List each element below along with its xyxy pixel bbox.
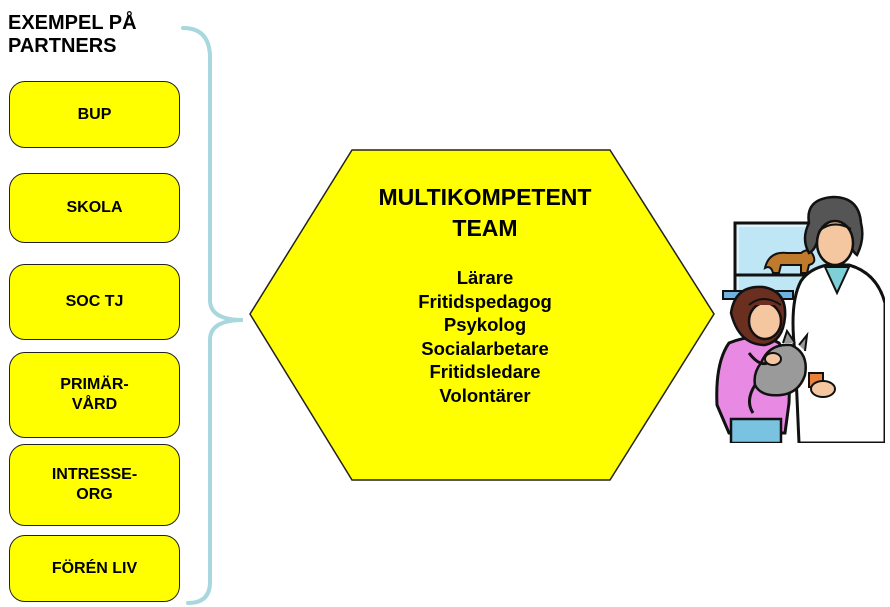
partner-box-intresseorg: INTRESSE- ORG xyxy=(9,444,180,526)
partner-label-line-1: INTRESSE- xyxy=(51,466,138,483)
veterinarian-illustration-icon xyxy=(715,195,885,443)
grouping-brace xyxy=(181,26,244,605)
partners-heading: EXEMPEL PÅ PARTNERS xyxy=(8,12,137,58)
team-member: Fritidsledare xyxy=(429,361,541,382)
partner-label: BUP xyxy=(77,105,112,123)
partner-box-bup: BUP xyxy=(9,81,180,148)
partner-label: SKOLA xyxy=(66,199,123,216)
team-member: Fritidspedagog xyxy=(418,290,552,312)
partner-label: FÖRÉN LIV xyxy=(51,559,138,577)
team-member: Socialarbetare xyxy=(421,337,549,359)
team-title: MULTIKOMPETENT TEAM xyxy=(300,182,670,244)
partner-box-foren-liv: FÖRÉN LIV xyxy=(9,535,180,602)
partner-box-skola: SKOLA xyxy=(9,173,180,243)
partner-box-soc-tj: SOC TJ xyxy=(9,264,180,340)
partner-label-line-2: VÅRD xyxy=(71,396,118,413)
partner-box-primarvard: PRIMÄR- VÅRD xyxy=(9,352,180,438)
partner-label: SOC TJ xyxy=(65,293,124,310)
partners-heading-line-2: PARTNERS xyxy=(8,35,117,57)
partner-label-line-1: PRIMÄR- xyxy=(60,376,129,393)
team-text: MULTIKOMPETENT TEAM Lärare Fritidspedago… xyxy=(300,182,670,407)
team-member: Volontärer xyxy=(439,384,531,406)
partners-heading-line-1: EXEMPEL PÅ xyxy=(8,12,137,34)
partner-label-line-2: ORG xyxy=(76,486,113,503)
team-title-line-2: TEAM xyxy=(452,215,518,241)
team-title-line-1: MULTIKOMPETENT xyxy=(378,184,592,210)
team-hexagon xyxy=(249,149,715,481)
team-members: Lärare Fritidspedagog Psykolog Socialarb… xyxy=(300,266,670,407)
team-member: Lärare xyxy=(456,267,514,288)
team-member: Psykolog xyxy=(443,314,527,335)
